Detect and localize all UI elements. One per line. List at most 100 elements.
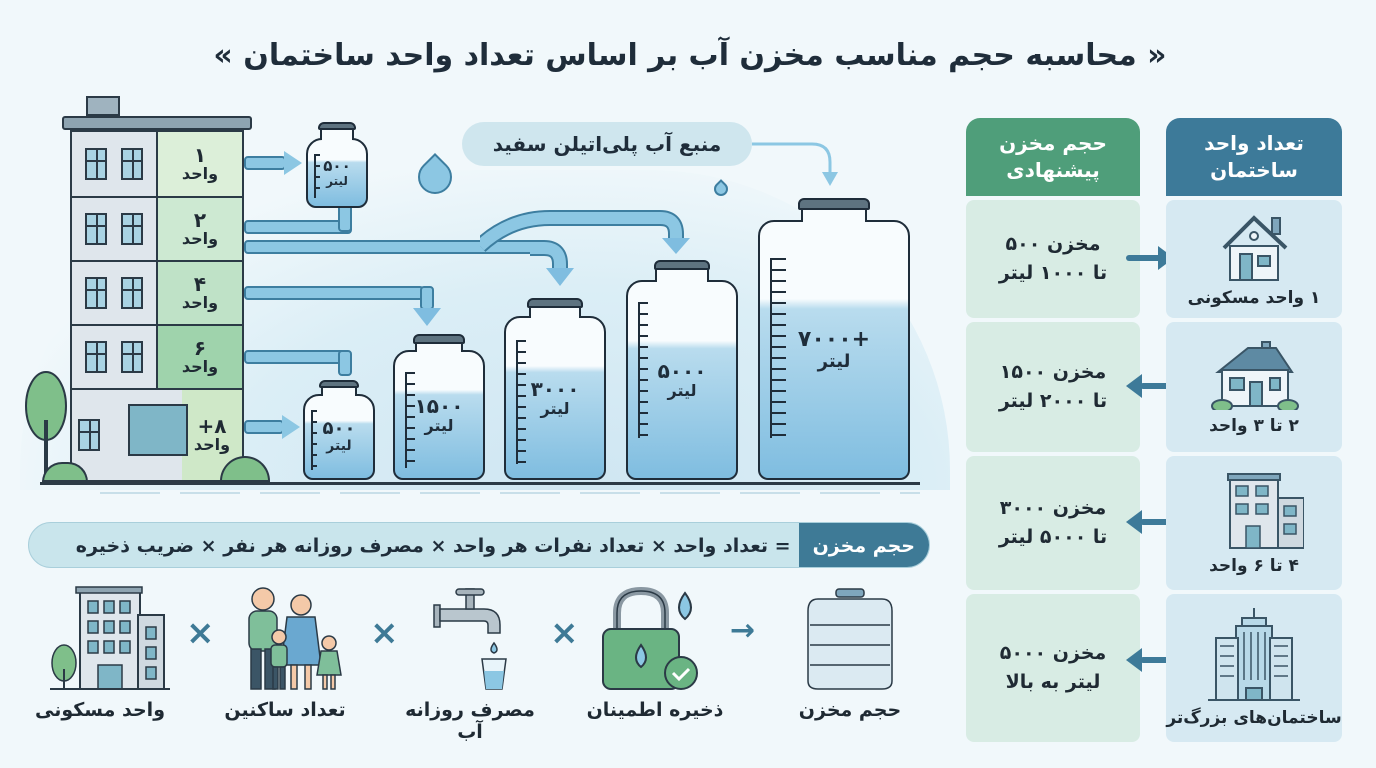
floor-units: ۲ — [193, 208, 207, 233]
apartment-icon — [1227, 473, 1305, 549]
formula-item-daily-consumption: مصرف روزانه آب — [400, 585, 540, 743]
window-icon — [121, 277, 143, 309]
tank-unit: لیتر — [326, 438, 352, 455]
formula-rhs: = تعداد واحد × تعداد نفرات هر واحد × مصر… — [75, 535, 791, 557]
building-icon — [50, 586, 170, 690]
formula-item-label: واحد مسکونی — [34, 699, 166, 721]
pipe — [244, 350, 350, 364]
roof — [62, 116, 252, 130]
chimney — [86, 96, 120, 116]
table-row-units: ۲ تا ۳ واحد — [1166, 322, 1342, 452]
formula-item-residential-unit: واحد مسکونی — [30, 585, 170, 721]
pipe — [420, 286, 434, 310]
house-icon — [1222, 215, 1288, 281]
floor-units: ۸+ — [197, 414, 227, 439]
window-icon — [78, 419, 100, 451]
header-building-units: تعداد واحد ساختمان — [1166, 118, 1342, 196]
table-row-volume: مخزن ۵۰۰۰ لیتر به بالا — [966, 594, 1140, 742]
floor-unit-label: واحد — [181, 164, 219, 184]
volume-line1: مخزن ۵۰۰ — [1005, 232, 1101, 255]
volume-line2: تا ۱۰۰۰ لیتر — [998, 262, 1108, 284]
pipe-branch — [480, 210, 690, 286]
volume-line2: تا ۵۰۰۰ لیتر — [998, 526, 1108, 548]
two-story-house-icon — [1211, 341, 1299, 413]
floor-4: ۶ واحد — [72, 326, 242, 390]
floor-unit-label: واحد — [181, 229, 219, 249]
header-recommended-volume: حجم مخزن پیشنهادی — [966, 118, 1140, 196]
volume-line2: لیتر به بالا — [1005, 671, 1101, 693]
pipe — [338, 350, 352, 376]
tank-unit: لیتر — [326, 173, 348, 188]
volume-line1: مخزن ۱۵۰۰ — [999, 360, 1107, 383]
lock-water-icon — [602, 586, 698, 690]
tank-5000: ۵۰۰۰ لیتر — [626, 260, 738, 480]
table-row-units: ۴ تا ۶ واحد — [1166, 456, 1342, 590]
floor-units: ۴ — [193, 272, 207, 297]
formula-bar: حجم مخزن = تعداد واحد × تعداد نفرات هر و… — [28, 522, 930, 568]
table-row-volume: مخزن ۱۵۰۰ تا ۲۰۰۰ لیتر — [966, 322, 1140, 452]
volume-line1: مخزن ۵۰۰۰ — [999, 641, 1107, 664]
tank-unit: لیتر — [667, 381, 697, 401]
floor-2: ۲ واحد — [72, 198, 242, 262]
floor-units: ۶ — [193, 336, 207, 361]
floor-5: ۸+ واحد — [72, 390, 242, 480]
floor-1: ۱ واحد — [72, 132, 242, 198]
pipe — [244, 220, 352, 234]
window-icon — [121, 213, 143, 245]
faucet-icon — [433, 588, 507, 690]
tank-volume: ۷۰۰۰+ — [797, 327, 871, 352]
ground-dash — [100, 492, 920, 494]
tank-volume: ۱۵۰۰ — [414, 394, 464, 419]
multiply-icon: × — [550, 613, 579, 653]
volume-line2: تا ۲۰۰۰ لیتر — [998, 390, 1108, 412]
entrance-door-icon — [128, 404, 188, 456]
table-row-units: ۱ واحد مسکونی — [1166, 200, 1342, 318]
family-icon — [248, 587, 342, 690]
tree-icon — [25, 371, 67, 482]
window-icon — [121, 148, 143, 180]
tank-7000-plus: ۷۰۰۰+ لیتر — [758, 198, 910, 480]
tank-3000: ۳۰۰۰ لیتر — [504, 298, 606, 480]
units-label: ۲ تا ۳ واحد — [1209, 416, 1299, 436]
tank-500: ۵۰۰ لیتر — [303, 380, 375, 480]
window-icon — [121, 341, 143, 373]
tank-volume: ۵۰۰ — [322, 418, 356, 440]
multiply-icon: × — [370, 613, 399, 653]
source-arrow-icon — [752, 142, 838, 186]
pipe-arrow-icon — [282, 415, 300, 439]
pipe — [244, 286, 424, 300]
arrow-left-icon — [1126, 374, 1176, 398]
building: ۱ واحد ۲ واحد ۴ واحد ۶ واحد — [70, 130, 244, 482]
window-icon — [85, 148, 107, 180]
formula-item-tank-volume: حجم مخزن — [780, 585, 920, 721]
floor-unit-label: واحد — [181, 357, 219, 377]
volume-table: حجم مخزن پیشنهادی تعداد واحد ساختمان مخز… — [966, 118, 1342, 742]
tank-unit: لیتر — [540, 399, 570, 419]
floor-unit-label: واحد — [193, 435, 231, 455]
tank-unit: لیتر — [817, 351, 851, 373]
formula-lhs: حجم مخزن — [798, 523, 929, 567]
source-label: منبع آب پلی‌اتیلن سفید — [462, 122, 752, 166]
floor-units: ۱ — [193, 143, 207, 168]
arrow-left-icon — [1126, 648, 1176, 672]
down-arrow-icon — [413, 308, 441, 326]
window-icon — [85, 341, 107, 373]
page-title: « محاسبه حجم مناسب مخزن آب بر اساس تعداد… — [213, 38, 1167, 73]
pipe — [244, 420, 284, 434]
formula-item-label: تعداد ساکنین — [224, 699, 346, 721]
window-icon — [85, 277, 107, 309]
units-label: ۴ تا ۶ واحد — [1209, 556, 1299, 576]
pipe-arrow-icon — [284, 151, 302, 175]
floor-unit-label: واحد — [181, 293, 219, 313]
units-label: ساختمان‌های بزرگ‌تر — [1166, 708, 1342, 728]
ground-line — [40, 482, 920, 485]
pipe — [244, 156, 286, 170]
formula-icons-row: واحد مسکونی × — [30, 585, 930, 743]
table-row-units: ساختمان‌های بزرگ‌تر — [1166, 594, 1342, 742]
units-label: ۱ واحد مسکونی — [1187, 288, 1321, 308]
multiply-icon: × — [186, 613, 215, 653]
tank-unit: لیتر — [424, 416, 454, 436]
formula-item-label: ذخیره اطمینان — [586, 699, 724, 721]
tank-1500: ۱۵۰۰ لیتر — [393, 334, 485, 480]
window-icon — [85, 213, 107, 245]
